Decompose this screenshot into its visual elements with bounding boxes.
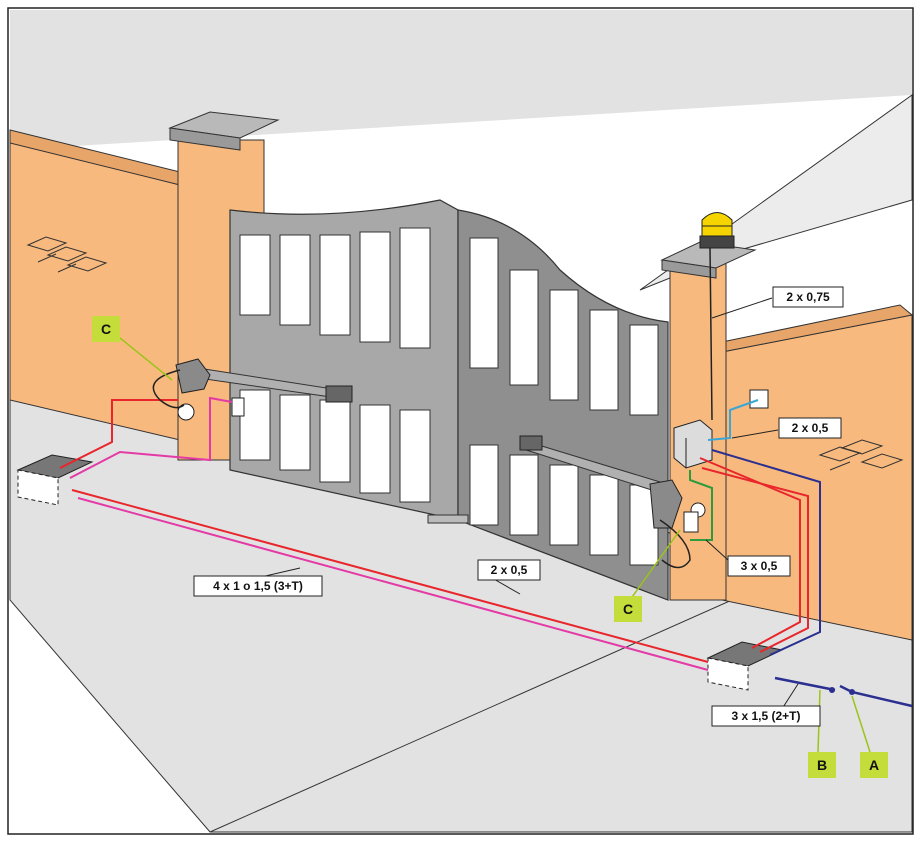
cable-right-motor-loop [659, 519, 691, 569]
cable-label-flash: 2 x 0,75 [772, 286, 844, 308]
cable-left-motor-loop [152, 369, 185, 409]
photocell-box-icon [749, 389, 769, 409]
switch-b-contact [829, 687, 835, 693]
cable-label-mains: 3 x 1,5 (2+T) [711, 705, 821, 727]
tag-c-left: C [92, 316, 120, 342]
pit-box-right [706, 641, 784, 691]
cable-cyan-photocell [707, 399, 759, 441]
right-pillar-cap-side [661, 259, 717, 279]
switch-a-contact [849, 689, 855, 695]
switch-box-icon [231, 397, 245, 417]
tag-a: A [860, 752, 888, 778]
receiver-box-icon [683, 511, 699, 533]
right-actuator [519, 435, 706, 529]
tag-b: B [808, 752, 836, 778]
brick-pattern-left [26, 236, 108, 273]
cable-green-motor [689, 470, 713, 541]
tag-text: B [817, 757, 827, 773]
cable-label-text: 4 x 1 o 1,5 (3+T) [213, 579, 303, 593]
flashing-lamp-icon [699, 212, 735, 249]
cable-label-text: 3 x 0,5 [741, 559, 778, 573]
cable-red-right-2 [701, 467, 809, 653]
cable-label-text: 3 x 1,5 (2+T) [731, 709, 800, 723]
cable-label-motor-right: 3 x 0,5 [727, 555, 791, 577]
tag-text: A [869, 757, 879, 773]
right-wall [721, 314, 913, 641]
right-gate-leaf [457, 209, 669, 601]
cable-label-text: 2 x 0,75 [786, 290, 830, 304]
cable-label-motor-left: 4 x 1 o 1,5 (3+T) [193, 575, 323, 597]
left-actuator [175, 358, 353, 421]
cable-label-text: 2 x 0,5 [792, 421, 829, 435]
tag-leaders [119, 337, 871, 753]
cable-red-left-up [59, 399, 178, 469]
cable-blue-right [711, 449, 821, 656]
cable-red-long [71, 489, 709, 663]
cable-label-bus: 2 x 0,5 [477, 559, 541, 581]
cable-label-text: 2 x 0,5 [491, 563, 528, 577]
tag-text: C [101, 321, 111, 337]
brick-pattern-right [818, 439, 904, 471]
cable-magenta-long [77, 497, 709, 671]
reference-tags: C C B A [92, 316, 888, 778]
gate-stop [427, 514, 469, 524]
tag-c-right: C [614, 596, 642, 622]
cable-labels: 2 x 0,75 2 x 0,5 3 x 0,5 2 x 0,5 4 x 1 o 1,5… [193, 286, 844, 727]
cable-label-photocell: 2 x 0,5 [778, 417, 842, 439]
left-wall [9, 139, 181, 441]
cable-red-right [699, 457, 801, 649]
tag-text: C [623, 601, 633, 617]
cable-flash [709, 247, 713, 421]
left-pillar-cap-side [169, 127, 241, 151]
cables [59, 247, 821, 671]
mains-line [774, 676, 913, 708]
left-gate-leaf [229, 199, 459, 521]
control-unit-icon [673, 419, 713, 469]
cable-magenta-left-up [69, 396, 233, 479]
